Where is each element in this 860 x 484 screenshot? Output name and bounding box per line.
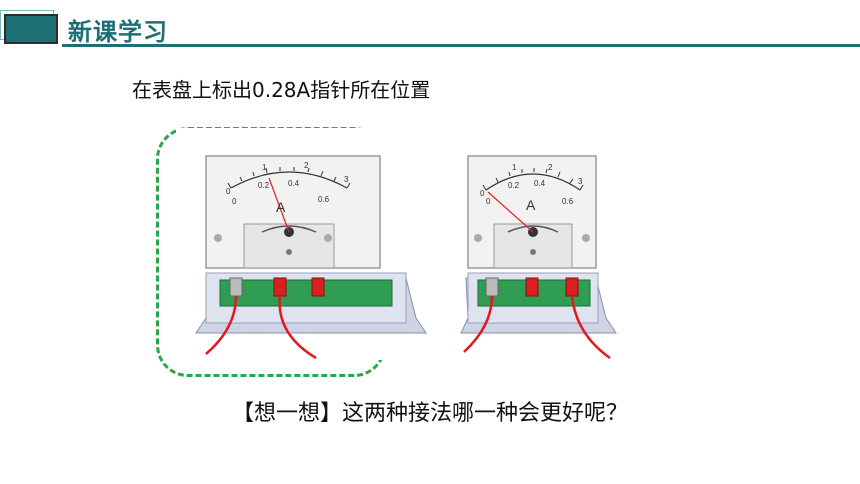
section-header: 新课学习 <box>0 10 860 47</box>
think-question: 【想一想】这两种接法哪一种会更好呢？ <box>232 401 629 426</box>
header-accent-block <box>4 14 58 44</box>
meter-left-top-label: 3 <box>344 175 349 184</box>
meter-right-top-label: 1 <box>512 163 517 172</box>
meter-right-top-label: 0 <box>480 189 485 198</box>
meter-right-top-label: 3 <box>578 177 583 186</box>
meter-left-unit: A <box>276 199 286 215</box>
meter-left-top-label: 1 <box>262 163 267 172</box>
meter-left-bottom-label: 0 <box>232 197 237 206</box>
meter-right-bottom-label: 0 <box>486 197 491 206</box>
ammeter-figure: A 0 1 2 3 0 0.2 0.4 0.6 <box>176 128 656 360</box>
meter-left-bottom-label: 0.6 <box>318 195 330 204</box>
meter-right-bottom-label: 0.2 <box>508 181 520 190</box>
meter-right-bottom-label: 0.6 <box>562 197 574 206</box>
instruction-text: 在表盘上标出0.28A指针所在位置 <box>132 78 431 102</box>
meter-left-top-label: 2 <box>304 161 309 170</box>
header-underline <box>62 44 860 47</box>
meter-left-bottom-label: 0.2 <box>258 181 270 190</box>
meter-right-bottom-label: 0.4 <box>534 179 546 188</box>
meter-left-bottom-label: 0.4 <box>288 179 300 188</box>
ammeter-right <box>460 155 617 360</box>
ammeter-left <box>195 155 427 360</box>
meter-right-unit: A <box>526 197 536 213</box>
meter-left-top-label: 0 <box>226 187 231 196</box>
section-title: 新课学习 <box>68 18 168 46</box>
meter-right-top-label: 2 <box>548 163 553 172</box>
